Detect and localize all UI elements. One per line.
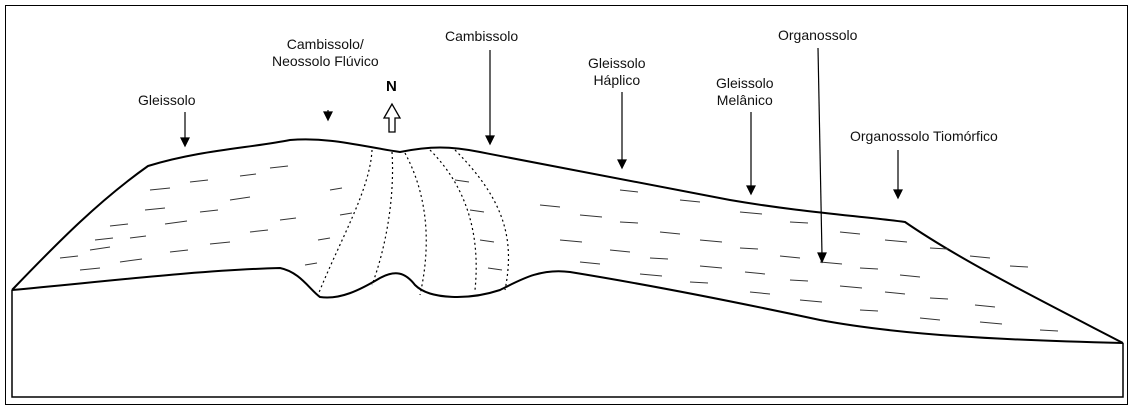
label-gleissolo-melanico-line2: Melânico [716,92,774,109]
valley-front-edge [12,268,1123,343]
landscape-surface-outline [12,139,1123,343]
label-cambissolo-neossolo: Cambissolo/ Neossolo Flúvico [272,36,379,70]
label-gleissolo-haplico-line2: Háplico [588,72,646,89]
label-cambissolo-neossolo-line2: Neossolo Flúvico [272,53,379,70]
label-gleissolo-haplico: Gleissolo Háplico [588,55,646,89]
river-bank-line-2 [372,152,393,285]
river-bank-line-5 [455,150,508,290]
label-gleissolo-melanico-line1: Gleissolo [716,75,774,92]
label-gleissolo: Gleissolo [138,92,196,109]
river-bank-line-3 [405,153,426,295]
label-gleissolo-haplico-line1: Gleissolo [588,55,646,72]
label-cambissolo: Cambissolo [445,28,518,45]
surface-hatch-marks [60,166,1058,331]
label-organossolo-tiomorfico: Organossolo Tiomórfico [850,128,998,145]
label-organossolo: Organossolo [778,27,857,44]
label-gleissolo-melanico: Gleissolo Melânico [716,75,774,109]
river-bank-line-4 [430,150,476,290]
label-cambissolo-neossolo-line1: Cambissolo/ [272,36,379,53]
river-bank-line-1 [318,150,372,295]
label-pointer-arrows [181,48,902,262]
block-front-face [12,290,1123,397]
north-arrow-icon [384,104,400,132]
north-label: N [386,78,397,95]
